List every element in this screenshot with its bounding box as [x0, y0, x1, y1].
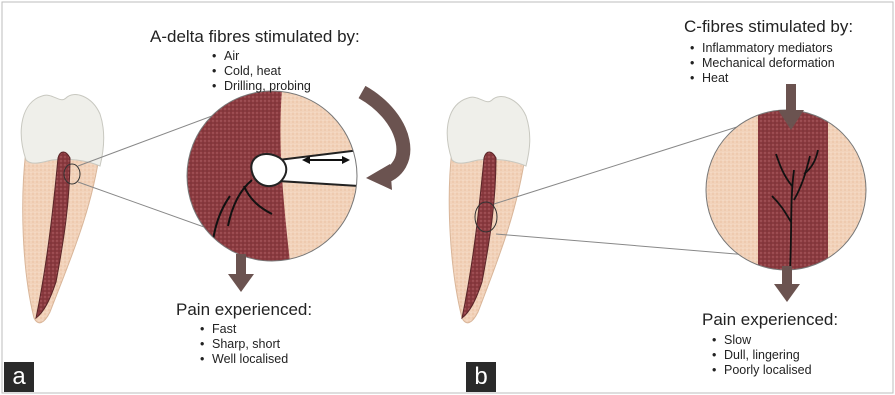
stimulus-item: Air: [212, 49, 311, 64]
pain-list-b: Slow Dull, lingering Poorly localised: [712, 333, 812, 378]
panel-label-a: a: [4, 362, 34, 392]
pain-item: Sharp, short: [200, 337, 288, 352]
tooth-b: [447, 97, 530, 323]
magnified-circle-b: [706, 110, 866, 270]
pain-arrow-shaft-a: [236, 254, 246, 276]
stimulus-arrow-shaft-b: [786, 84, 796, 112]
stimulus-item: Drilling, probing: [212, 79, 311, 94]
stimuli-list-b: Inflammatory mediators Mechanical deform…: [690, 41, 835, 86]
pain-list-a: Fast Sharp, short Well localised: [200, 322, 288, 367]
stimulus-arrow-a: [362, 92, 403, 178]
stimulus-item: Mechanical deformation: [690, 56, 835, 71]
panel-label-b: b: [466, 362, 496, 392]
stimulus-item: Inflammatory mediators: [690, 41, 835, 56]
pain-heading-a: Pain experienced:: [176, 300, 312, 320]
tooth-a: [21, 95, 104, 323]
stimuli-list-a: Air Cold, heat Drilling, probing: [212, 49, 311, 94]
stimuli-heading-b: C-fibres stimulated by:: [684, 17, 853, 37]
pain-heading-b: Pain experienced:: [702, 310, 838, 330]
zoom-line-b-bottom: [496, 234, 760, 256]
pain-item: Slow: [712, 333, 812, 348]
pain-item: Dull, lingering: [712, 348, 812, 363]
pain-item: Well localised: [200, 352, 288, 367]
pain-arrow-head-a: [228, 274, 254, 292]
stimulus-arrowhead-a: [366, 164, 392, 190]
pain-arrow-shaft-b: [782, 266, 792, 286]
pain-item: Poorly localised: [712, 363, 812, 378]
pain-arrow-head-b: [774, 284, 800, 302]
zoom-line-b-top: [494, 126, 740, 204]
stimulus-item: Cold, heat: [212, 64, 311, 79]
odontoblast-cell-a: [251, 154, 286, 186]
stimuli-heading-a: A-delta fibres stimulated by:: [150, 27, 360, 47]
stimulus-item: Heat: [690, 71, 835, 86]
magnified-circle-a: [186, 90, 360, 262]
pain-item: Fast: [200, 322, 288, 337]
